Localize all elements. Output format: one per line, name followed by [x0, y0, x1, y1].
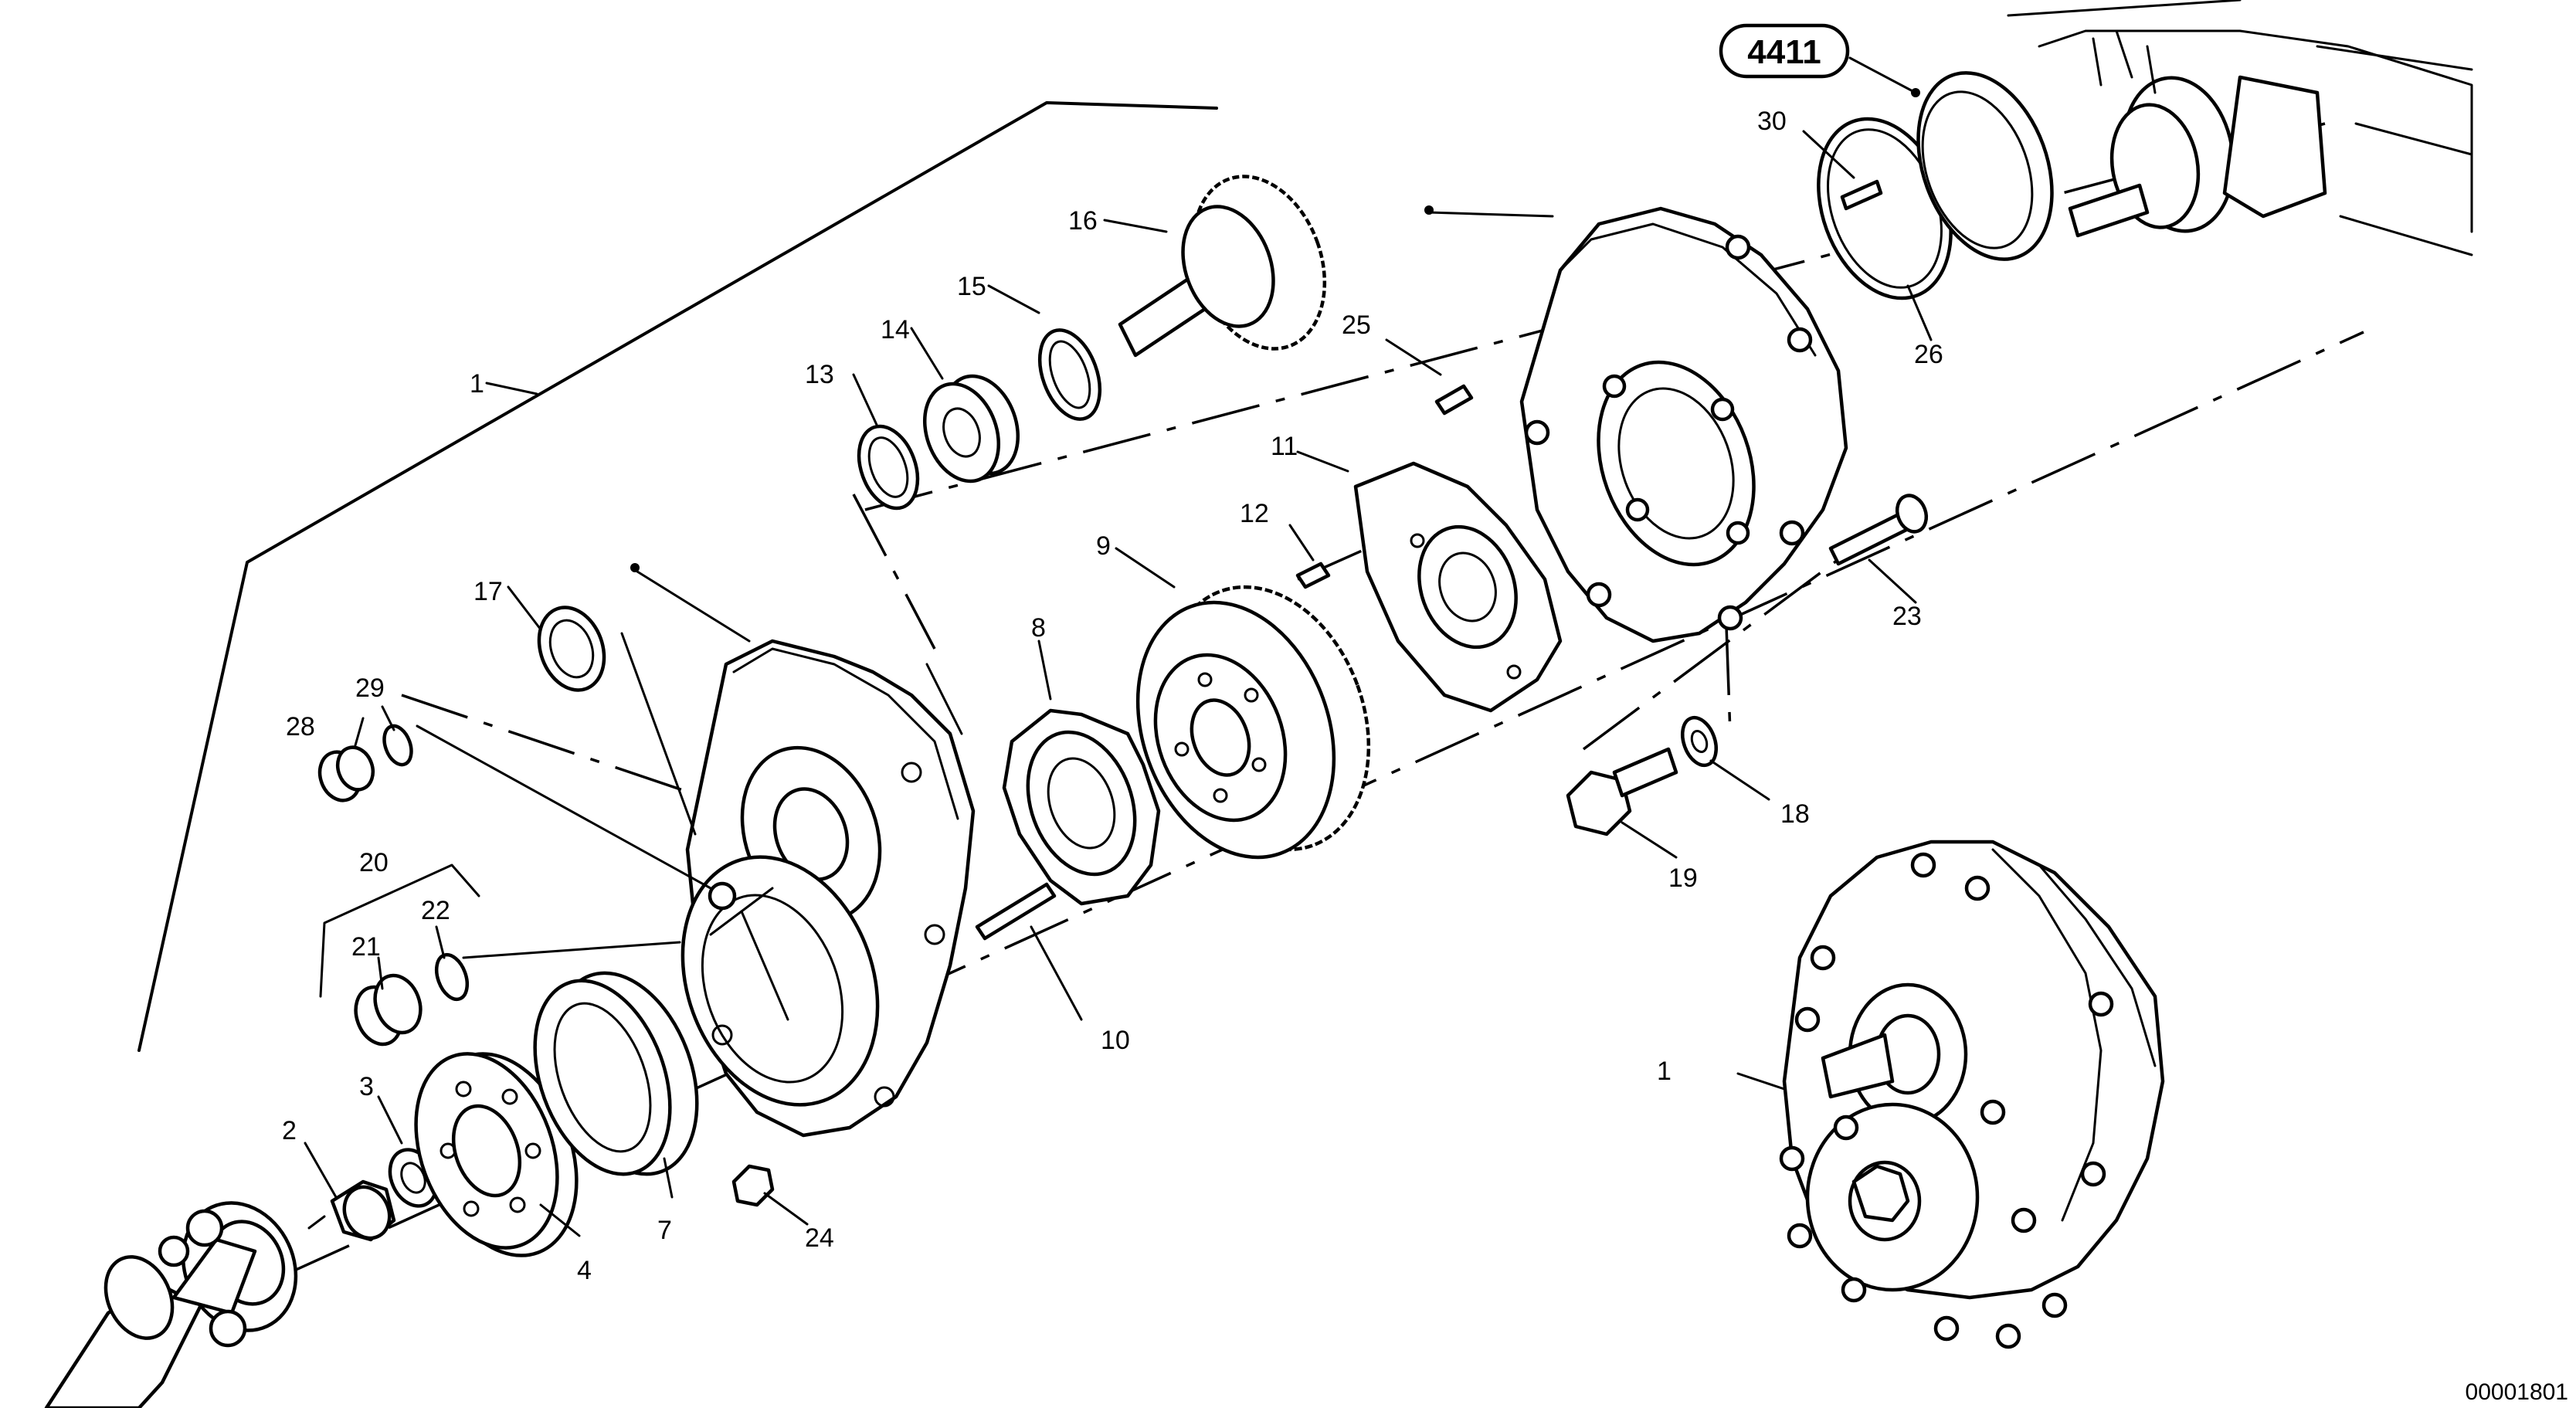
- part-30-stud: [1840, 179, 1883, 211]
- callout-25: 25: [1342, 310, 1371, 340]
- part-15-snap-ring: [1037, 328, 1102, 421]
- part-21-plug: [354, 973, 423, 1047]
- part-24-nut: [731, 1164, 775, 1207]
- reference-dot: [1911, 88, 1920, 97]
- centerline-vertical: [1725, 625, 1732, 735]
- part-2-nut: [307, 1179, 396, 1242]
- callout-28: 28: [286, 712, 315, 741]
- part-17-seal: [537, 606, 606, 692]
- part-7-seal: [533, 971, 699, 1176]
- callout-17: 17: [473, 577, 503, 606]
- callout-21: 21: [351, 932, 381, 962]
- centerline-upper: [864, 122, 2326, 511]
- callout-2: 2: [282, 1116, 297, 1145]
- part-25-dowel-pin: [1434, 384, 1474, 416]
- reference-dot: [1424, 205, 1434, 215]
- callout-19: 19: [1668, 863, 1698, 893]
- callout-1-a: 1: [470, 369, 484, 399]
- callout-14: 14: [881, 315, 910, 344]
- callout-13: 13: [805, 360, 834, 389]
- callout-12: 12: [1240, 499, 1269, 528]
- reference-dot: [630, 563, 640, 572]
- part-19-hex-bolt: [1566, 747, 1678, 836]
- callout-15: 15: [957, 272, 986, 301]
- callout-20: 20: [359, 848, 389, 877]
- part-29-seal-ring: [382, 724, 413, 767]
- centerline-bearing13: [852, 494, 936, 650]
- group-reference-text: 4411: [1747, 33, 1821, 71]
- callout-11: 11: [1271, 432, 1298, 461]
- callout-22: 22: [421, 896, 450, 925]
- assembly-bracket-line: [137, 101, 1218, 1052]
- callout-7: 7: [657, 1216, 672, 1245]
- callout-24: 24: [805, 1223, 834, 1253]
- group-reference-badge: 4411: [1719, 23, 1850, 79]
- part-11-cover-plate: [1353, 461, 1563, 713]
- callout-9: 9: [1096, 531, 1111, 561]
- part-28-plug: [317, 745, 375, 802]
- part-4411-ring: [1916, 71, 2054, 261]
- part-18-washer: [1681, 715, 1718, 768]
- part-23-cap-screw: [1828, 494, 1929, 566]
- assembled-gearbox: [1779, 840, 2165, 1349]
- leader-lines: [304, 56, 1933, 1237]
- part-12-pin: [1295, 562, 1331, 589]
- callout-labels: 1 1 2 3 4 7 8 9 10 11 12 13 14 15 16 17 …: [282, 107, 1943, 1285]
- callout-29: 29: [355, 673, 385, 703]
- front-housing: [680, 639, 976, 1138]
- part-8-retainer: [1002, 708, 1161, 906]
- part-13-snap-ring: [857, 424, 920, 511]
- part-16-pinion-shaft: [1118, 175, 1327, 358]
- callout-16: 16: [1068, 206, 1098, 236]
- callout-18: 18: [1780, 799, 1810, 829]
- part-14-bearing: [922, 374, 1020, 483]
- callout-26: 26: [1914, 340, 1943, 369]
- callout-23: 23: [1892, 602, 1922, 631]
- machine-frame: [2007, 0, 2473, 256]
- callout-4: 4: [577, 1256, 592, 1285]
- callout-30: 30: [1757, 107, 1787, 136]
- callout-3: 3: [359, 1072, 374, 1101]
- callout-1-b: 1: [1657, 1057, 1672, 1086]
- rear-housing: [1519, 206, 1848, 643]
- universal-joint-driveshaft: [44, 1201, 298, 1408]
- callout-8: 8: [1031, 613, 1046, 643]
- drawing-number: 00001801: [2466, 1379, 2568, 1405]
- part-9-spur-gear: [1135, 585, 1371, 860]
- part-10-stud: [975, 882, 1057, 941]
- callout-10: 10: [1101, 1026, 1130, 1055]
